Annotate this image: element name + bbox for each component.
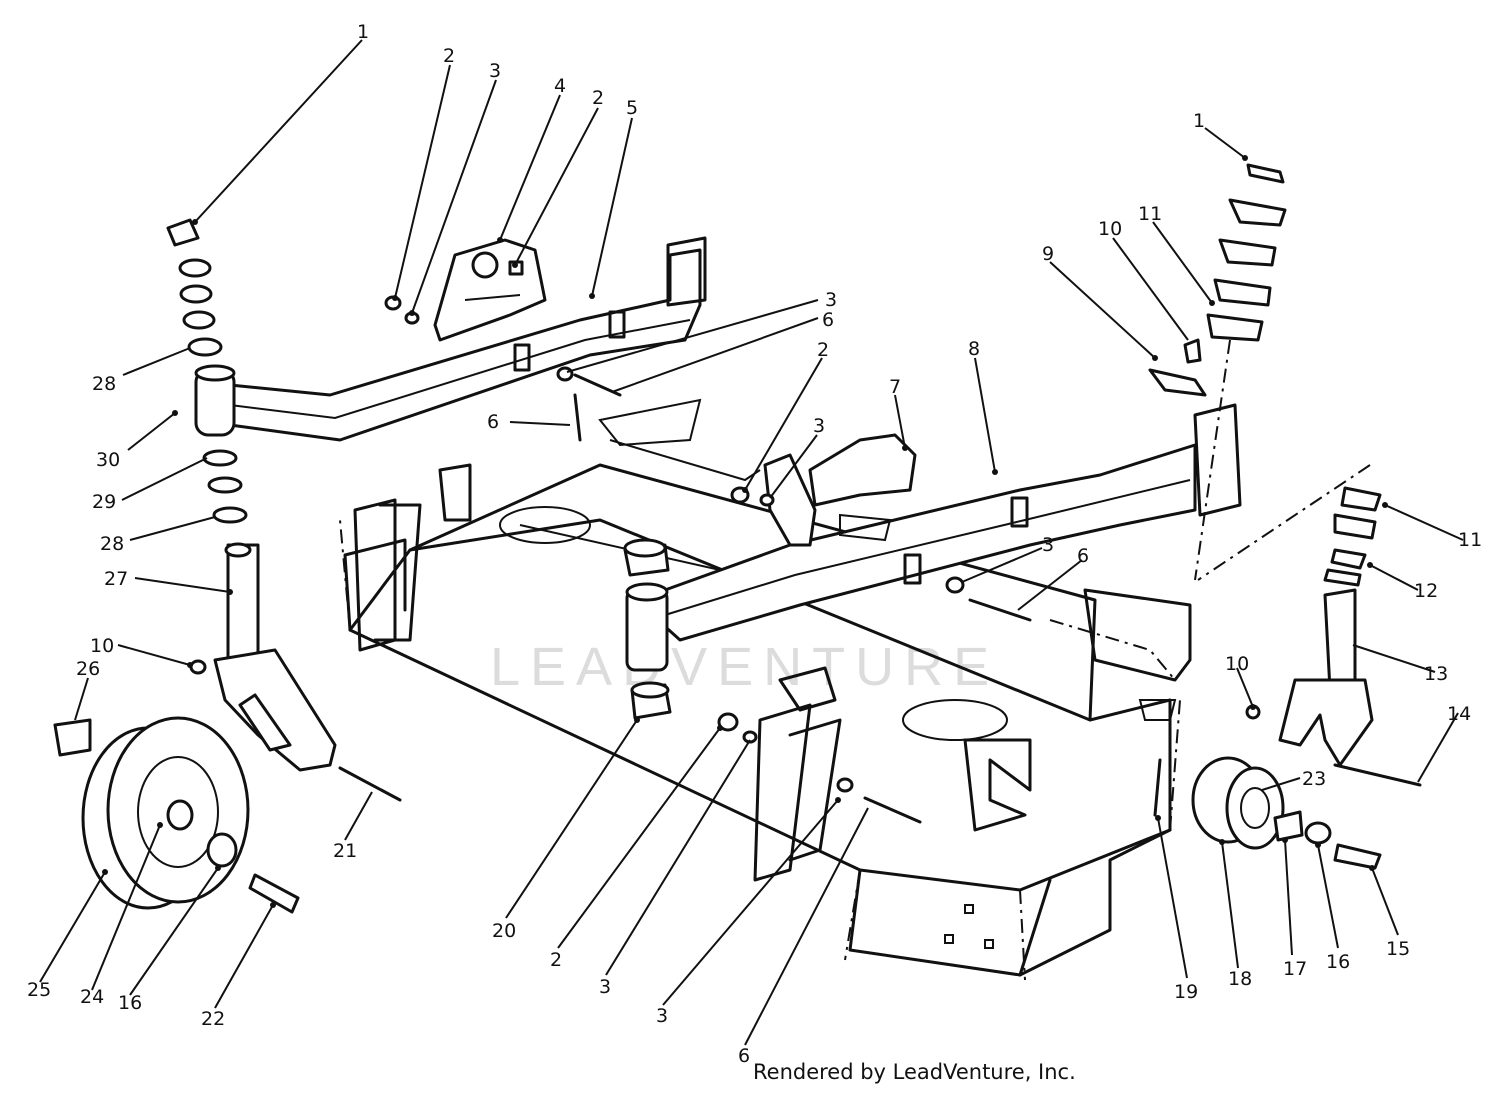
callout-3: 3 [599,976,611,998]
callout-15: 15 [1386,938,1410,960]
frame-5 [228,236,707,442]
callout-24: 24 [80,986,104,1008]
bolts [556,366,1162,824]
callout-6: 6 [738,1045,750,1067]
callout-23: 23 [1302,768,1326,790]
callout-10: 10 [1098,218,1122,240]
callout-2: 2 [550,949,562,971]
right-caster-fork-13 [1245,588,1422,787]
callout-1: 1 [1193,110,1205,132]
callout-14: 14 [1447,703,1471,725]
callout-4: 4 [554,75,566,97]
callout-29: 29 [92,491,116,513]
callout-10: 10 [1225,653,1249,675]
callout-28: 28 [100,533,124,555]
callout-3: 3 [813,415,825,437]
leader-dots [102,155,1388,908]
callout-3: 3 [825,289,837,311]
callout-7: 7 [889,376,901,398]
left-wheel-25 [53,716,300,914]
callout-3: 3 [1042,534,1054,556]
callout-10: 10 [90,635,114,657]
bracket-7 [609,433,917,547]
callout-2: 2 [443,45,455,67]
callout-11: 11 [1138,203,1162,225]
watermark: LEADVENTURE [490,637,999,697]
leader-lines [39,39,1464,1046]
callout-21: 21 [333,840,357,862]
callout-13: 13 [1424,663,1448,685]
callout-28: 28 [92,373,116,395]
callout-8: 8 [968,338,980,360]
callout-18: 18 [1228,968,1252,990]
callout-5: 5 [626,97,638,119]
callout-30: 30 [96,449,120,471]
callout-25: 25 [27,979,51,1001]
callout-17: 17 [1283,958,1307,980]
callout-6: 6 [487,411,499,433]
callout-16: 16 [1326,951,1350,973]
callout-9: 9 [1042,243,1054,265]
callout-3: 3 [656,1005,668,1027]
callout-27: 27 [104,568,128,590]
callout-22: 22 [201,1008,225,1030]
callout-labels: 1 2 3 4 2 5 3 6 6 2 3 7 8 9 10 11 1 28 3… [27,21,1482,1067]
callout-3: 3 [489,60,501,82]
frame-8 [623,403,1242,720]
callout-2: 2 [817,339,829,361]
left-caster-fork-27 [189,542,402,802]
right-clips-11 [1194,163,1382,587]
callout-16: 16 [118,992,142,1014]
callout-20: 20 [492,920,516,942]
callout-26: 26 [76,658,100,680]
callout-6: 6 [822,309,834,331]
callout-12: 12 [1414,580,1438,602]
callout-19: 19 [1174,981,1198,1003]
callout-1: 1 [357,21,369,43]
left-caster-pivot [166,218,248,524]
callout-2: 2 [592,87,604,109]
callout-6: 6 [1077,545,1089,567]
callout-11: 11 [1458,529,1482,551]
credit-text: Rendered by LeadVenture, Inc. [753,1060,1076,1084]
plate-9 [1148,338,1207,397]
